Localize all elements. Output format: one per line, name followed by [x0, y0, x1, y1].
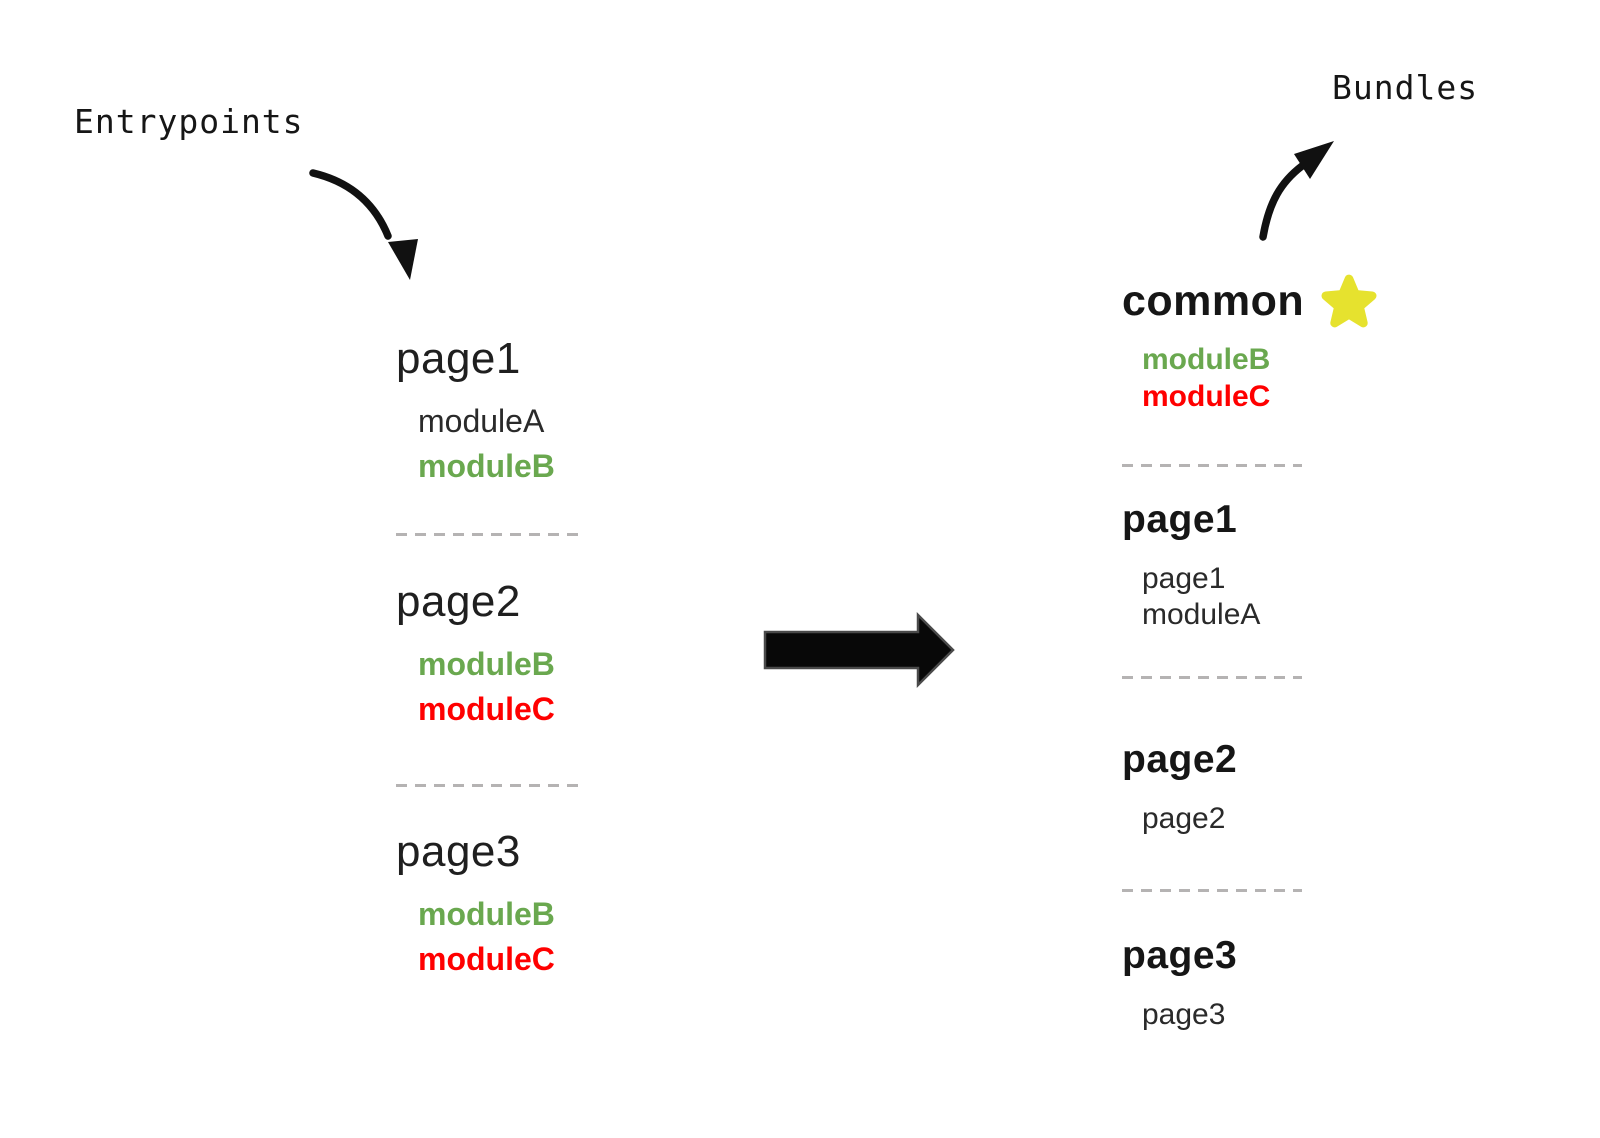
module-item: moduleA: [1142, 598, 1261, 631]
bundle-group-page2: page2 page2: [1122, 736, 1422, 837]
bundles-label: Bundles: [1332, 68, 1479, 107]
separator: [1122, 464, 1302, 467]
right-arrow-icon: [763, 611, 955, 689]
module-item: moduleC: [418, 941, 555, 977]
entrypoints-label: Entrypoints: [74, 102, 304, 141]
separator: [1122, 676, 1302, 679]
entrypoint-group-page2: page2 moduleB moduleC: [396, 575, 696, 732]
bundle-title: page1: [1122, 498, 1238, 541]
module-item: moduleC: [418, 691, 555, 727]
separator: [396, 533, 578, 536]
module-item: moduleC: [1142, 380, 1271, 413]
entrypoint-group-page3: page3 moduleB moduleC: [396, 825, 696, 982]
module-item: moduleB: [418, 448, 555, 484]
module-item: page2: [1142, 802, 1226, 835]
entrypoint-group-page1: page1 moduleA moduleB: [396, 332, 696, 489]
module-list: moduleA moduleB: [396, 399, 696, 489]
module-list: moduleB moduleC: [396, 642, 696, 732]
module-item: moduleB: [418, 896, 555, 932]
star-icon: [1321, 274, 1377, 328]
bundle-group-page1: page1 page1 moduleA: [1122, 496, 1422, 633]
separator: [396, 784, 578, 787]
entrypoint-title: page3: [396, 827, 521, 876]
bundle-title: page2: [1122, 738, 1238, 781]
bundle-group-page3: page3 page3: [1122, 932, 1422, 1033]
module-item: moduleB: [1142, 343, 1271, 376]
module-item: moduleA: [418, 403, 545, 439]
entrypoint-title: page2: [396, 577, 521, 626]
bundle-title: common: [1122, 277, 1305, 325]
curved-arrow-icon: [309, 169, 418, 280]
module-list: moduleB moduleC: [396, 892, 696, 982]
module-list: page2: [1122, 801, 1422, 837]
curved-arrow-icon: [1259, 141, 1334, 241]
entrypoint-title: page1: [396, 334, 521, 383]
module-list: page3: [1122, 997, 1422, 1033]
module-item: page3: [1142, 998, 1226, 1031]
module-item: moduleB: [418, 646, 555, 682]
module-list: page1 moduleA: [1122, 561, 1422, 633]
module-item: page1: [1142, 562, 1226, 595]
separator: [1122, 889, 1302, 892]
bundle-group-common: common moduleB moduleC: [1122, 276, 1422, 415]
bundle-title: page3: [1122, 934, 1238, 977]
module-list: moduleB moduleC: [1122, 341, 1422, 415]
